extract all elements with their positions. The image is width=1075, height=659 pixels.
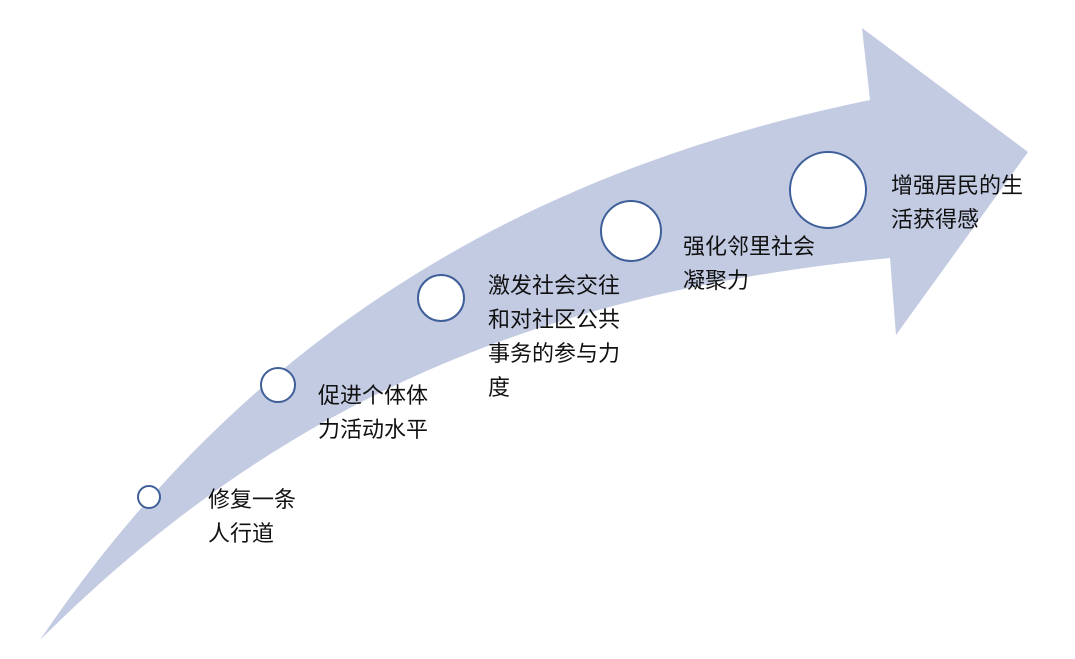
step-4-line-2: 凝聚力 [683, 269, 750, 294]
step-5-marker [789, 151, 867, 229]
step-1-label: 修复一条 人行道 [208, 484, 296, 552]
step-4-line-1: 强化邻里社会 [683, 235, 816, 260]
step-3-line-1: 激发社会交往 [488, 274, 621, 299]
step-2-line-2: 力活动水平 [318, 418, 429, 443]
step-3-line-3: 事务的参与力 [488, 342, 621, 367]
step-1-marker [137, 485, 161, 509]
step-1-line-1: 修复一条 [208, 488, 297, 513]
step-5-label: 增强居民的生 活获得感 [891, 170, 1023, 238]
step-3-marker [417, 274, 465, 322]
curved-arrow [40, 28, 1028, 640]
step-3-label: 激发社会交往 和对社区公共 事务的参与力 度 [488, 270, 620, 406]
step-5-line-2: 活获得感 [891, 208, 980, 233]
step-4-marker [600, 200, 662, 262]
step-2-line-1: 促进个体体 [318, 384, 429, 409]
step-3-line-4: 度 [488, 376, 511, 401]
step-3-line-2: 和对社区公共 [488, 308, 621, 333]
step-5-line-1: 增强居民的生 [891, 174, 1024, 199]
step-2-label: 促进个体体 力活动水平 [318, 380, 428, 448]
step-4-label: 强化邻里社会 凝聚力 [683, 231, 815, 299]
step-1-line-2: 人行道 [208, 522, 275, 547]
step-2-marker [260, 367, 296, 403]
